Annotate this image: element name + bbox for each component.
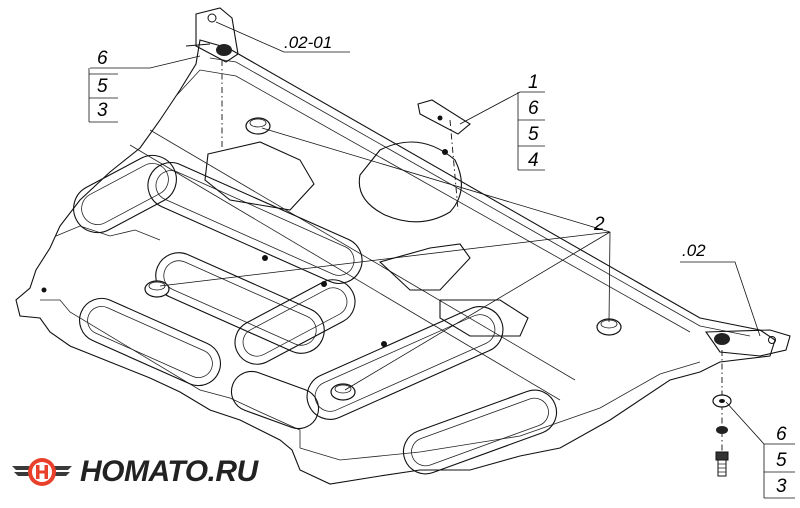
brand-name: HOMATO.RU bbox=[80, 455, 258, 488]
fastener-stack bbox=[712, 394, 732, 477]
bolt bbox=[715, 451, 729, 477]
label-right-stack-2: 5 bbox=[776, 450, 787, 471]
label-right-stack-1: 6 bbox=[776, 424, 787, 445]
assembly-axes bbox=[221, 60, 723, 470]
brand-logo: HOMATO.RU bbox=[10, 448, 258, 496]
grommet-1 bbox=[245, 117, 271, 135]
label-plate-stack-2: 6 bbox=[528, 98, 539, 119]
skid-plate-outline bbox=[15, 39, 776, 485]
callout-labels: .02-01 6 5 3 1 6 5 4 2 .02 6 5 3 bbox=[89, 33, 795, 499]
label-plate-stack-1: 1 bbox=[528, 72, 539, 93]
homato-wing-logo-icon bbox=[12, 458, 72, 486]
grommet-2 bbox=[144, 280, 170, 298]
label-left-stack-2: 5 bbox=[97, 76, 108, 97]
openings bbox=[204, 141, 471, 291]
label-right-stack-3: 3 bbox=[776, 476, 787, 497]
label-left-stack-1: 6 bbox=[97, 48, 108, 69]
label-right-bracket: .02 bbox=[682, 241, 706, 260]
stamped-ribs bbox=[73, 154, 558, 475]
label-top-bracket: .02-01 bbox=[284, 33, 332, 52]
right-bracket bbox=[704, 329, 791, 357]
leader-lines bbox=[88, 21, 795, 498]
label-grommets: 2 bbox=[593, 214, 605, 235]
top-bracket bbox=[185, 7, 239, 63]
spring-washer bbox=[716, 426, 728, 434]
label-plate-stack-3: 5 bbox=[528, 124, 539, 145]
label-plate-stack-4: 4 bbox=[528, 150, 539, 171]
small-plate bbox=[417, 99, 471, 135]
label-left-stack-3: 3 bbox=[97, 100, 108, 121]
